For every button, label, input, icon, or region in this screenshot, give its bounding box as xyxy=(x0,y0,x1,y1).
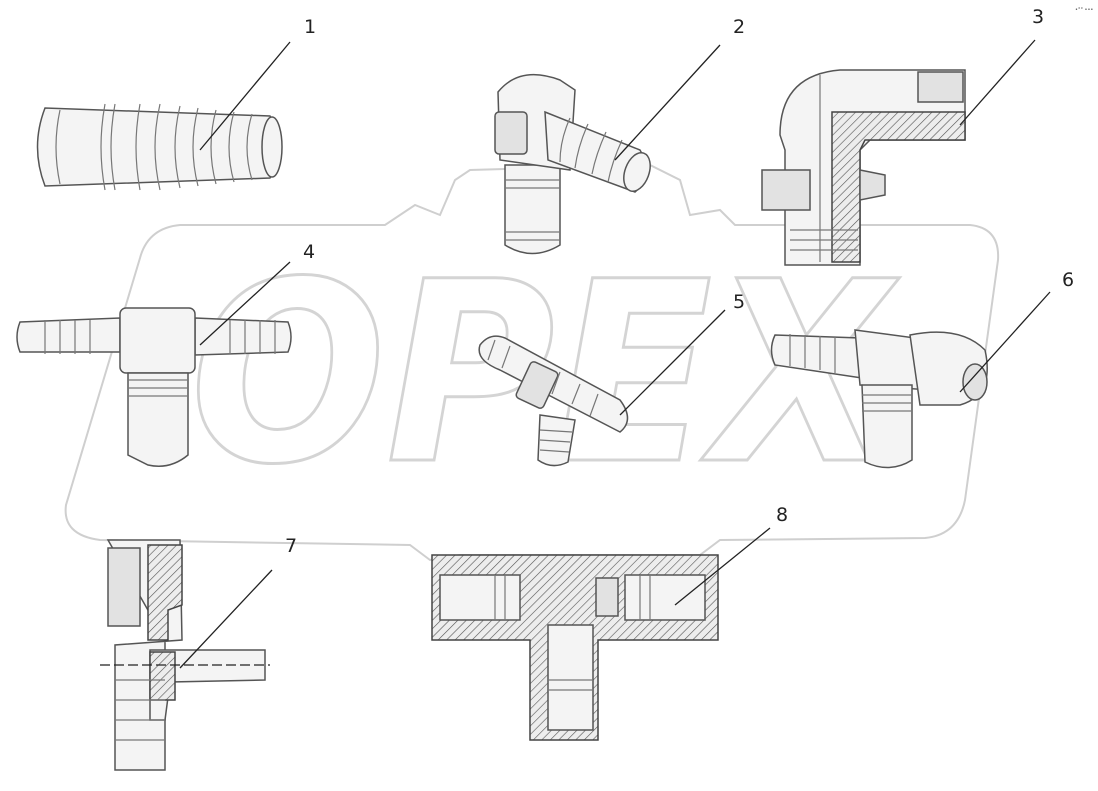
part-7-quick-connector-section xyxy=(100,539,270,771)
callout-5: 5 xyxy=(733,291,745,313)
callout-2: 2 xyxy=(733,16,745,38)
callout-6: 6 xyxy=(1062,269,1074,291)
callout-7: 7 xyxy=(285,535,297,557)
part-1-straight-barb-connector xyxy=(36,103,283,191)
callout-4: 4 xyxy=(303,241,315,263)
callout-8: 8 xyxy=(776,504,788,526)
leader-line-3 xyxy=(959,39,1036,126)
callout-1: 1 xyxy=(304,16,316,38)
part-4-tee-barb-quick-connector xyxy=(16,307,292,467)
leader-line-6 xyxy=(959,291,1051,393)
part-5-tee-barb-connector xyxy=(478,335,629,467)
leader-line-7 xyxy=(179,569,273,669)
leader-line-2 xyxy=(614,44,721,161)
corner-note: •°° ••• xyxy=(1075,7,1093,13)
leader-line-8 xyxy=(674,527,771,606)
watermark-frame xyxy=(64,163,1000,562)
leader-line-4 xyxy=(199,261,291,346)
part-6-tee-barb-elbow-connector xyxy=(770,329,988,469)
part-2-elbow-barb-quick-connector xyxy=(494,73,651,255)
callout-3: 3 xyxy=(1032,6,1044,28)
part-3-elbow-threaded-adapter-section xyxy=(761,69,966,266)
part-8-tee-quick-connector-section xyxy=(431,554,719,741)
leader-line-1 xyxy=(199,41,291,151)
leader-line-5 xyxy=(619,309,726,416)
